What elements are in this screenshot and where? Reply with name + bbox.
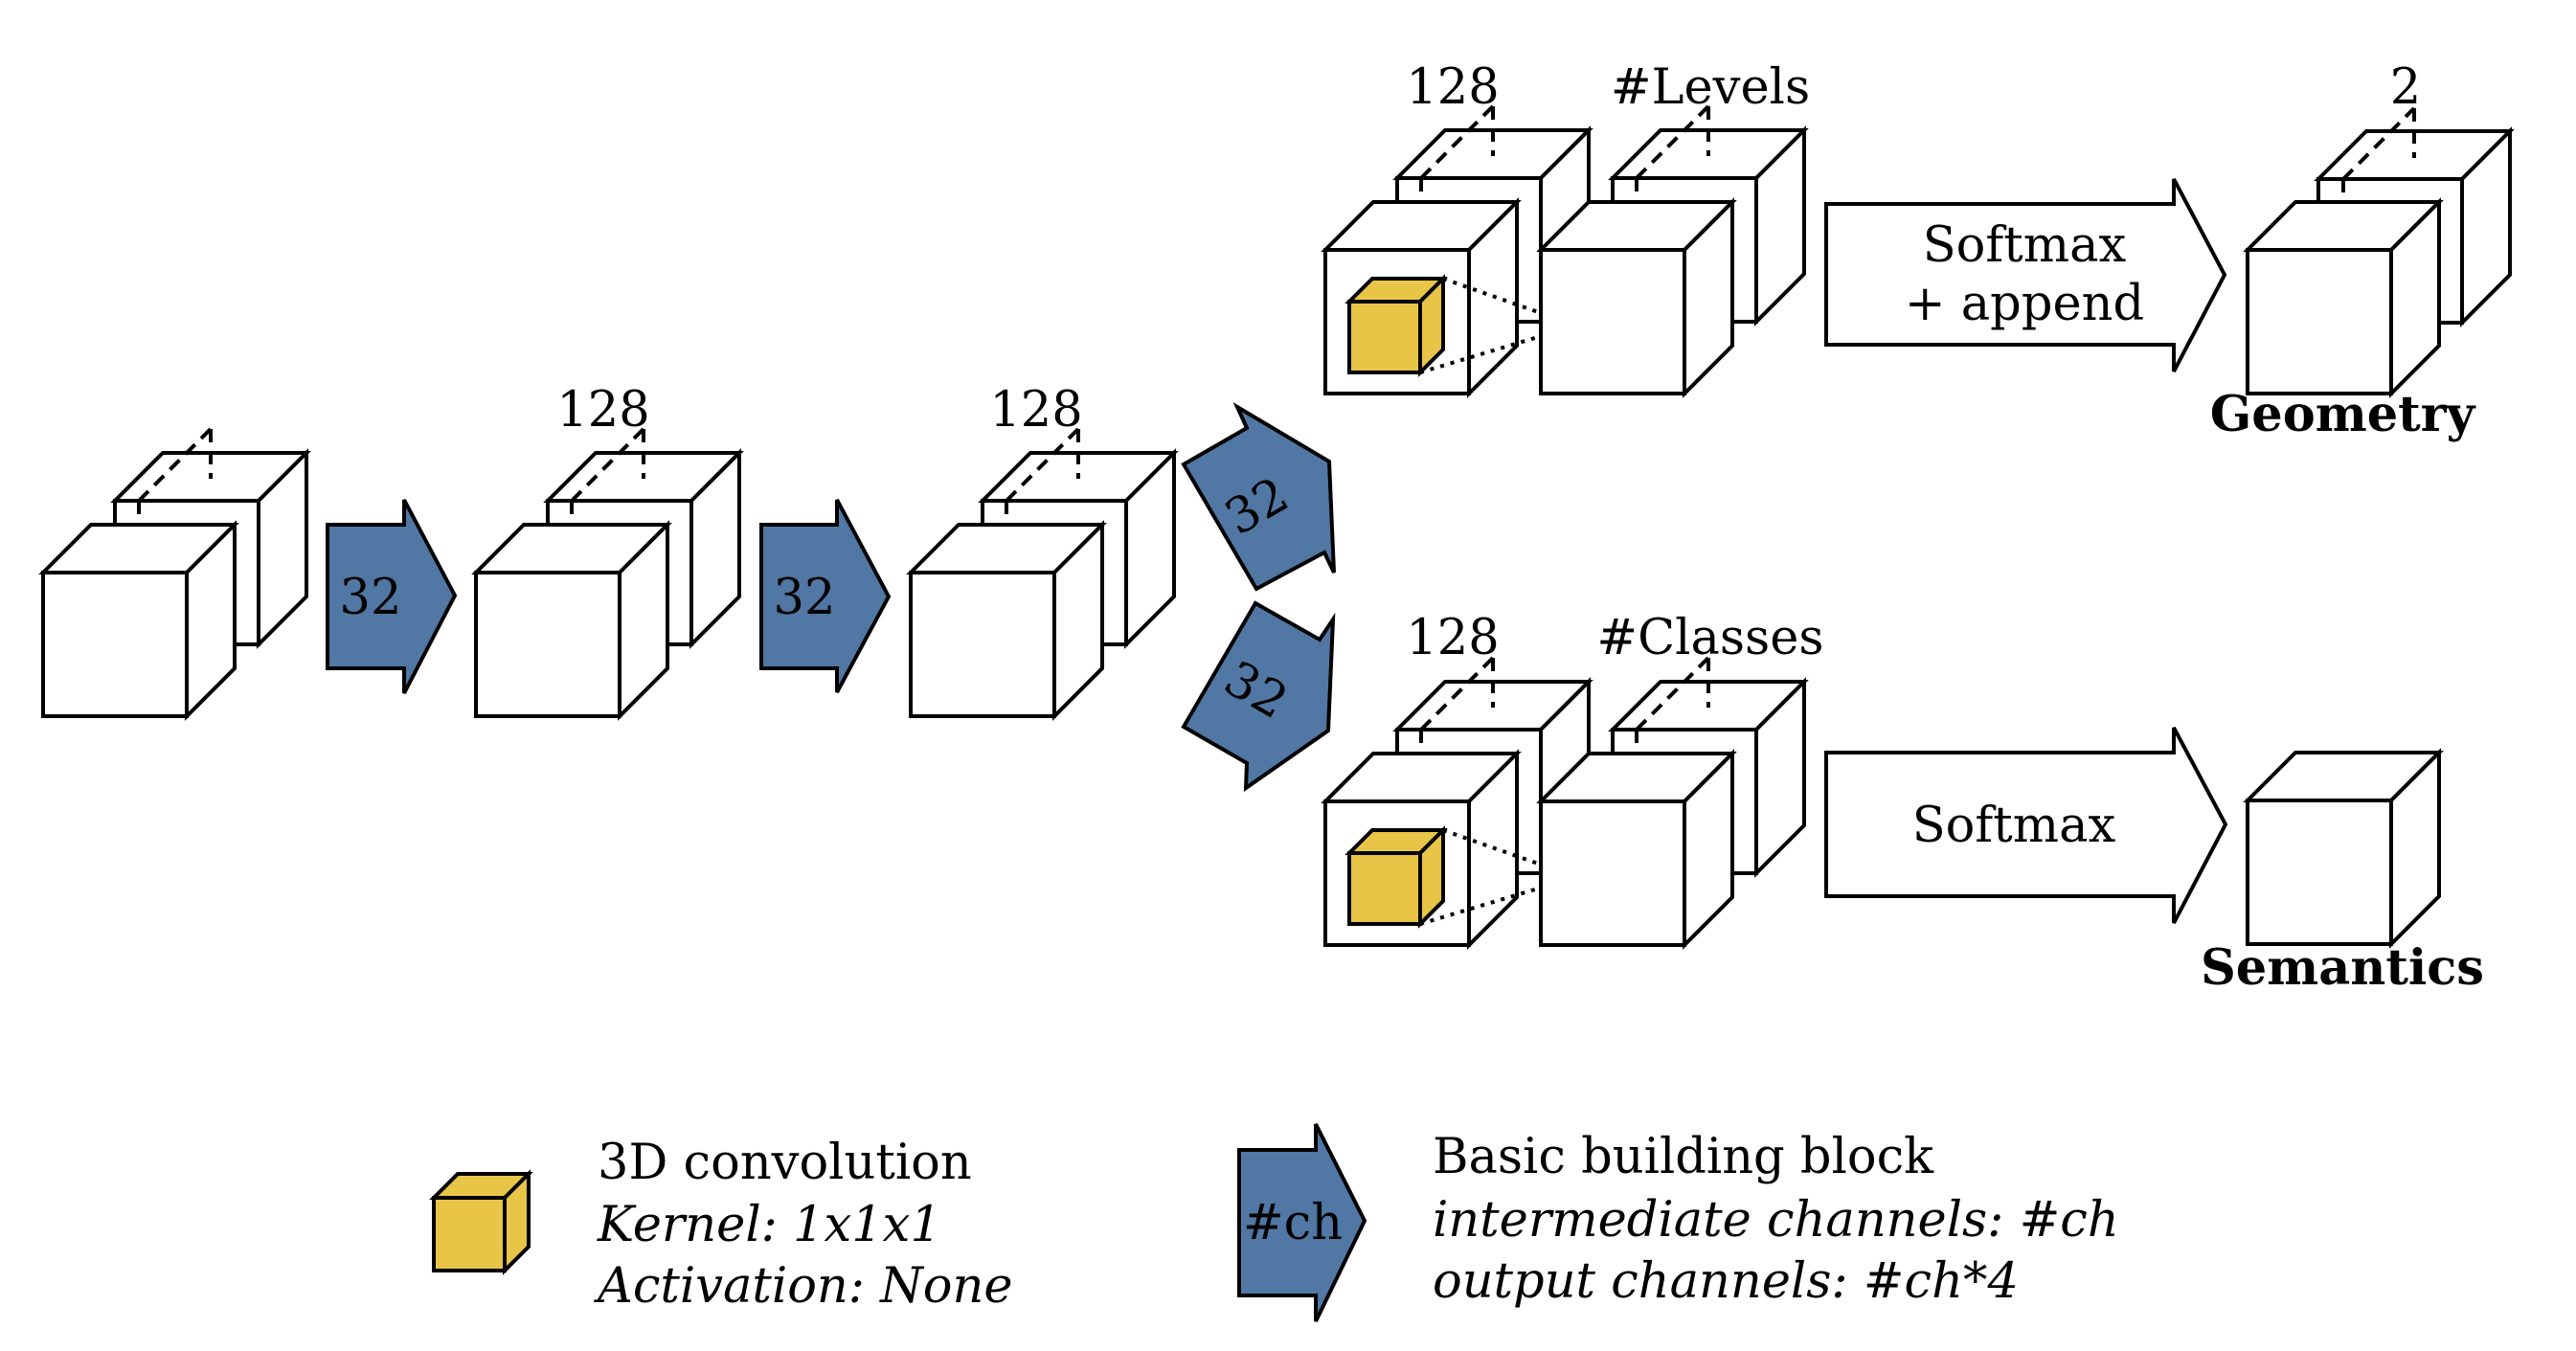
channel-dash-diagonal [1635, 104, 1710, 180]
building-block-arrow-2: 32 [759, 499, 892, 693]
semantics-softmax-label: Softmax [1912, 798, 2116, 854]
backbone-block-2 [471, 427, 744, 721]
front-cube-front-face [474, 571, 621, 718]
semantics-hidden-channels: 128 [1406, 610, 1499, 666]
semantics-output-channels: #Classes [1596, 610, 1823, 666]
legend-conv-activation: Activation: None [594, 1258, 1013, 1315]
legend-cube-front-face [432, 1196, 507, 1272]
geometry-output-block [1536, 104, 1809, 398]
kernel-front-face [1347, 300, 1422, 374]
legend-arrow-shape [1237, 1123, 1367, 1322]
split-arrow-semantics-shape [1181, 600, 1336, 792]
yellow-cube-icon [429, 1169, 533, 1275]
geometry-append-label: + append [1905, 276, 2144, 332]
front-cube-front-face [41, 571, 189, 718]
backbone-block-3-channels: 128 [989, 382, 1082, 439]
semantics-output-block [1536, 656, 1809, 950]
channel-dash-diagonal [1005, 427, 1080, 503]
split-arrow-semantics: 32 [1181, 600, 1336, 792]
semantics-softmax-arrow-shape [1824, 727, 2228, 924]
conv-kernel-icon [1344, 274, 1448, 377]
building-block-arrow-2-label: 32 [774, 570, 836, 626]
legend-block-output: output channels: #ch*4 [1433, 1253, 2019, 1310]
backbone-block-3 [906, 427, 1179, 721]
geometry-softmax-label: Softmax [1923, 217, 2127, 274]
front-cube-front-face [1539, 799, 1686, 947]
front-cube-front-face [2246, 248, 2393, 395]
legend-arrow-label: #ch [1243, 1195, 1343, 1251]
kernel-front-face [1347, 851, 1422, 926]
geometry-result-block [2243, 106, 2515, 398]
split-arrow-geometry-shape [1181, 402, 1336, 592]
semantics-softmax-arrow: Softmax [1824, 727, 2228, 924]
building-block-arrow-1: 32 [326, 499, 458, 694]
split-arrow-geometry: 32 [1181, 402, 1336, 592]
semantics-hidden-block [1321, 656, 1593, 950]
front-cube-front-face [1539, 248, 1686, 395]
semantics-result-title: Semantics [2201, 939, 2484, 997]
backbone-block-2-channels: 128 [556, 382, 649, 439]
legend-conv-title: 3D convolution [598, 1135, 972, 1191]
geometry-result-title: Geometry [2210, 386, 2476, 443]
channel-dash-diagonal [1419, 656, 1495, 732]
channel-dash-diagonal [2341, 106, 2416, 181]
channel-dash-diagonal [1419, 104, 1495, 180]
geometry-softmax-arrow-shape [1824, 178, 2227, 372]
geometry-result-channels: 2 [2390, 59, 2421, 116]
legend-conv: 3D convolution Kernel: 1x1x1 Activation:… [429, 1135, 1013, 1315]
geometry-output-channels: #Levels [1611, 59, 1810, 116]
building-block-arrow-1-label: 32 [340, 570, 402, 626]
legend-conv-kernel: Kernel: 1x1x1 [597, 1197, 941, 1253]
legend-block-title: Basic building block [1433, 1129, 1934, 1185]
backbone-block-1 [38, 427, 311, 721]
legend-block: #ch Basic building block intermediate ch… [1237, 1123, 2119, 1322]
conv-kernel-icon [1344, 825, 1448, 929]
front-cube-front-face [909, 571, 1056, 718]
blue-arrow-icon: #ch [1237, 1123, 1367, 1322]
result-cube-front-face [2246, 799, 2393, 946]
channel-dash-diagonal [137, 427, 213, 503]
channel-dash-diagonal [570, 427, 645, 503]
building-block-arrow-2-shape [759, 499, 892, 693]
geometry-hidden-channels: 128 [1406, 59, 1499, 116]
geometry-softmax-arrow: Softmax + append [1824, 178, 2227, 372]
channel-dash-diagonal [1635, 656, 1710, 732]
semantics-result-block [2243, 748, 2444, 949]
building-block-arrow-1-shape [326, 499, 458, 694]
legend-block-intermediate: intermediate channels: #ch [1433, 1192, 2119, 1249]
